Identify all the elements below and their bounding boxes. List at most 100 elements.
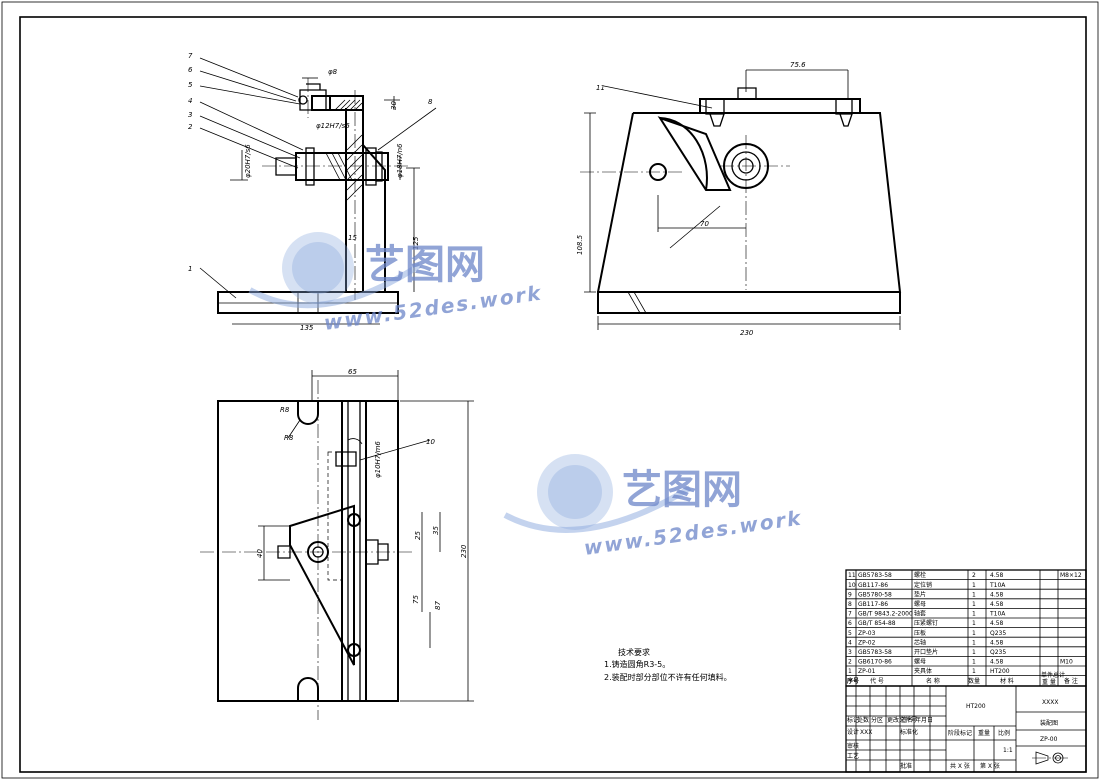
bom-cell-no: 1 [848,668,852,675]
bom-cell-name: 定位销 [914,581,932,589]
dim-30: 30 [390,101,398,110]
bom-cell-code: GB6170-86 [858,659,892,666]
bom-cell-qty: 1 [972,601,976,608]
label-approve: 批准 [900,762,912,770]
bom-cell-code: GB/T 9843.2-2000 [858,611,913,618]
bom-cell-qty: 1 [972,611,976,618]
dim-r8-top: R8 [280,406,290,414]
watermark-globe-icon [248,232,422,309]
dim-230-top: 230 [460,544,468,558]
dim-230-side: 230 [740,329,754,337]
front-view: 7 6 5 4 3 2 1 8 φ8 30 φ12H7/s6 φ20H7/s6 … [188,52,437,332]
bom-cell-qty: 1 [972,582,976,589]
bom-cell-mat: HT200 [990,668,1010,675]
scale-value: 1:1 [1003,747,1013,754]
bom-cell-mat: 4.58 [990,591,1004,598]
bom-cell-qty: 1 [972,639,976,646]
bom-header-no: 序号 [846,677,859,685]
bom-cell-mat: T10A [989,582,1006,589]
part-no-10: 10 [426,438,435,446]
dim-65: 65 [348,368,357,376]
label-change-doc: 更改文件号 [887,716,917,724]
dim-135: 135 [300,324,314,332]
watermark-en: www.52des.work [322,281,544,335]
bom-cell-mat: 4.58 [990,620,1004,627]
label-design: 设计 [847,728,859,736]
label-total-sheets: 共 X 张 [950,762,970,770]
part-no-1: 1 [188,265,192,273]
bom-cell-name: 压板 [914,629,926,637]
bom-cell-mat: Q235 [990,630,1006,637]
part-no-4: 4 [188,97,192,105]
label-standardize: 标准化 [900,728,918,736]
label-count: 处数 [857,716,869,724]
watermark-1: 艺图网 www.52des.work [248,232,544,335]
dim-25: 25 [414,531,422,540]
top-view: 10 65 R8 R8 φ10H7/m6 40 35 25 75 87 230 [200,368,474,720]
dim-35: 35 [432,526,440,535]
dim-15: 15 [348,234,357,242]
bom-cell-no: 11 [848,572,856,579]
bom-cell-name: 垫片 [914,590,926,598]
tech-notes-title: 技术要求 [618,647,650,657]
tech-note-2: 2.装配时部分部位不许有任何填料。 [604,672,732,682]
watermark-2: 艺图网 www.52des.work [503,454,804,560]
dim-75: 75 [412,595,420,604]
bom-cell-mat: 4.58 [990,639,1004,646]
bom-cell-no: 5 [848,630,852,637]
bom-cell-name: 轴套 [914,610,926,618]
bom-cell-code: GB5783-58 [858,649,892,656]
dim-phi18: φ18H7/n6 [396,143,404,178]
bom-cell-qty: 1 [972,630,976,637]
dim-70: 70 [700,220,709,228]
bom-cell-code: ZP-01 [858,668,876,675]
bom-cell-name: 螺母 [914,658,926,666]
bom-cell-mat: 4.58 [990,659,1004,666]
part-no-11: 11 [596,84,605,92]
part-no-3: 3 [188,111,192,119]
label-zone: 分区 [871,716,883,724]
bom-header-row: 序号 代 号 名 称 数量 材 料 单件总计 重 量 备 注 [846,671,1078,686]
company-value: XXXX [1042,699,1058,706]
dim-125: 125 [412,236,420,250]
label-marks: 标记 [847,716,859,724]
bom-cell-qty: 2 [972,572,976,579]
dim-r8: R8 [284,434,294,442]
watermark-en: www.52des.work [582,506,804,560]
label-date: 年月日 [915,716,933,724]
dim-75-6: 75.6 [790,61,806,69]
tech-note-1: 1.铸造圆角R3-5。 [604,659,670,669]
part-no-2: 2 [188,123,193,131]
bom-cell-no: 3 [848,649,852,656]
dim-108-5: 108.5 [576,234,584,255]
dim-87: 87 [434,601,442,610]
label-review: 审核 [847,742,859,750]
bom-cell-mat: 4.58 [990,601,1004,608]
dim-phi20: φ20H7/s6 [244,144,252,178]
bom-cell-code: GB/T 854-88 [858,620,896,627]
technical-requirements: 技术要求 1.铸造圆角R3-5。 2.装配时部分部位不许有任何填料。 [604,647,732,682]
bom-cell-mat: Q235 [990,649,1006,656]
part-no-8: 8 [428,98,433,106]
bom-cell-code: GB117-86 [858,582,888,589]
bom-cell-note: M10 [1060,659,1073,666]
bom-cell-qty: 1 [972,668,976,675]
label-sign: 签名 [901,716,913,724]
bom-cell-name: 螺母 [914,600,926,608]
bom-header-mat: 材 料 [1000,677,1014,685]
dim-phi12: φ12H7/s6 [316,122,350,130]
bom-cell-no: 8 [848,601,852,608]
bom-cell-qty: 1 [972,649,976,656]
bom-cell-name: 压紧螺钉 [914,619,938,627]
dim-40: 40 [256,549,264,558]
drawing-name-value: 装配图 [1040,719,1058,727]
part-no-6: 6 [188,66,193,74]
bom-cell-mat: 4.58 [990,572,1004,579]
label-weight: 重量 [978,729,990,737]
bom-cell-name: 夹具体 [914,667,932,675]
part-no-5: 5 [188,81,193,89]
bom-cell-mat: T10A [989,611,1006,618]
